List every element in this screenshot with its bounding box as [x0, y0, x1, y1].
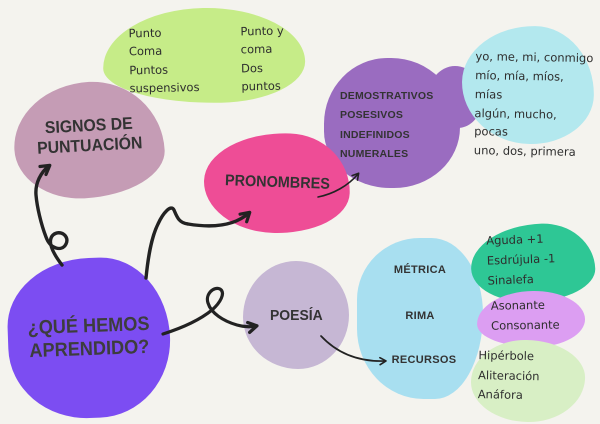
pronoun-example: yo, me, mi, conmigo [475, 49, 594, 66]
poetry-topic-title: POESÍA [269, 306, 323, 324]
punctuation-example: Punto y coma [240, 23, 284, 57]
punctuation-example: Coma [128, 44, 163, 59]
punctuation-example: Punto [128, 25, 162, 41]
metrica-example: Sinalefa [487, 271, 534, 288]
punctuation-example: Puntos suspensivos [129, 62, 200, 96]
pronoun-example: uno, dos, primera [473, 143, 576, 160]
punctuation-topic-title: SIGNOS DE PUNTUACIÓN [36, 114, 143, 158]
recursos-example: Anáfora [477, 387, 523, 403]
center-topic-blob: ¿QUÉ HEMOS APRENDIDO? [5, 255, 173, 421]
pronoun-example: algún, mucho, pocas [474, 105, 557, 140]
rima-example: Consonante [490, 317, 560, 333]
pronoun-type: NUMERALES [340, 148, 409, 161]
poetry-topic-blob: POESÍA [243, 261, 349, 369]
pronoun-type: DEMOSTRATIVOS [340, 90, 434, 102]
poetry-aspects-blob: MÉTRICA RIMA RECURSOS [357, 238, 483, 399]
aspect-recursos-label: RECURSOS [391, 354, 457, 366]
pronoun-types-blob: DEMOSTRATIVOS POSESIVOS INDEFINIDOS NUMERAL… [324, 58, 460, 188]
aspect-metrica-label: MÉTRICA [393, 264, 447, 276]
recursos-example: Hipérbole [478, 348, 535, 364]
pronouns-topic-title: PRONOMBRES [224, 172, 330, 193]
pronoun-type: POSESIVOS [340, 109, 404, 122]
center-topic-title: ¿QUÉ HEMOS APRENDIDO? [27, 312, 150, 363]
arrow-center-to-poetry [161, 286, 259, 336]
recursos-example: Aliteración [477, 367, 540, 383]
pronoun-types-list: DEMOSTRATIVOS POSESIVOS INDEFINIDOS NUMERAL… [324, 58, 460, 165]
pronoun-type: INDEFINIDOS [340, 128, 410, 141]
pronoun-example: mío, mía, míos, mías [474, 67, 564, 102]
rima-example: Asonante [490, 297, 545, 313]
aspect-rima-label: RIMA [405, 310, 435, 322]
punctuation-example: Dos puntos [240, 60, 281, 94]
